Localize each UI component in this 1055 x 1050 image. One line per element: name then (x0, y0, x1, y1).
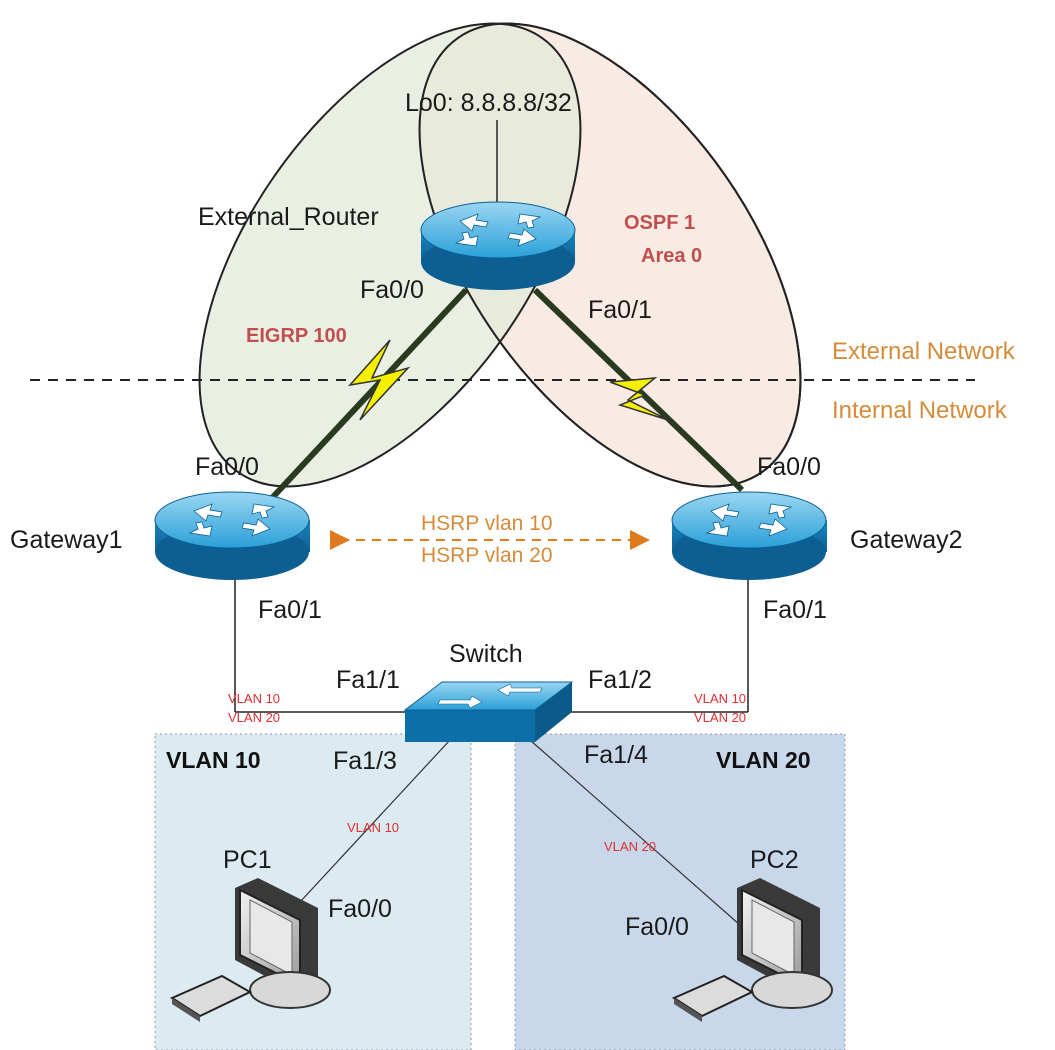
gateway2-label: Gateway2 (850, 526, 963, 554)
vlan20-area-label: VLAN 20 (716, 747, 811, 773)
pc2-computer-icon[interactable] (671, 878, 833, 1022)
gw1-fa00-label: Fa0/0 (195, 453, 259, 481)
external-network-label: External Network (832, 338, 1016, 365)
switch-label: Switch (449, 640, 523, 668)
internal-network-label: Internal Network (832, 397, 1008, 424)
trunk-left-vlan20-label: VLAN 20 (228, 710, 280, 725)
gateway2-router-icon[interactable] (671, 491, 827, 580)
eigrp-area-ellipse (198, 22, 582, 488)
external-router-icon[interactable] (420, 201, 576, 290)
ext-fa01-label: Fa0/1 (588, 296, 652, 324)
sw-fa14-label: Fa1/4 (584, 741, 648, 769)
gateway1-router-icon[interactable] (154, 491, 310, 580)
link-switch-pc2 (529, 739, 741, 926)
pc2-fa00-label: Fa0/0 (625, 913, 689, 941)
hsrp-vlan10-label: HSRP vlan 10 (421, 512, 553, 535)
loopback-label: Lo0: 8.8.8.8/32 (405, 89, 572, 117)
link-bolt-gw2 (609, 377, 669, 421)
hsrp-vlan20-label: HSRP vlan 20 (421, 544, 553, 567)
pc1-computer-icon[interactable] (169, 878, 331, 1022)
gw1-fa01-label: Fa0/1 (258, 596, 322, 624)
eigrp-label: EIGRP 100 (246, 325, 347, 347)
gw2-fa01-label: Fa0/1 (763, 596, 827, 624)
pc1-fa00-label: Fa0/0 (328, 895, 392, 923)
ospf-area-label: Area 0 (641, 245, 702, 267)
external-router-label: External_Router (198, 203, 379, 231)
pc1-link-vlan-label: VLAN 10 (347, 820, 399, 835)
pc1-label: PC1 (223, 846, 272, 874)
link-switch-pc1 (299, 739, 451, 903)
vlan10-area-label: VLAN 10 (166, 747, 261, 773)
switch-icon[interactable] (403, 681, 574, 742)
link-bolt-gw1 (348, 339, 411, 421)
sw-fa13-label: Fa1/3 (333, 747, 397, 775)
sw-fa11-label: Fa1/1 (336, 666, 400, 694)
link-ext-gw1 (269, 287, 469, 501)
ospf-label: OSPF 1 (624, 212, 695, 234)
pc2-link-vlan-label: VLAN 20 (604, 839, 656, 854)
ext-fa00-label: Fa0/0 (360, 276, 424, 304)
trunk-right-vlan10-label: VLAN 10 (694, 691, 746, 706)
pc2-label: PC2 (750, 846, 799, 874)
gw2-fa00-label: Fa0/0 (757, 453, 821, 481)
ospf-area-outline (418, 22, 802, 488)
sw-fa12-label: Fa1/2 (588, 666, 652, 694)
trunk-left-vlan10-label: VLAN 10 (228, 691, 280, 706)
trunk-right-vlan20-label: VLAN 20 (694, 710, 746, 725)
gateway1-label: Gateway1 (10, 526, 123, 554)
